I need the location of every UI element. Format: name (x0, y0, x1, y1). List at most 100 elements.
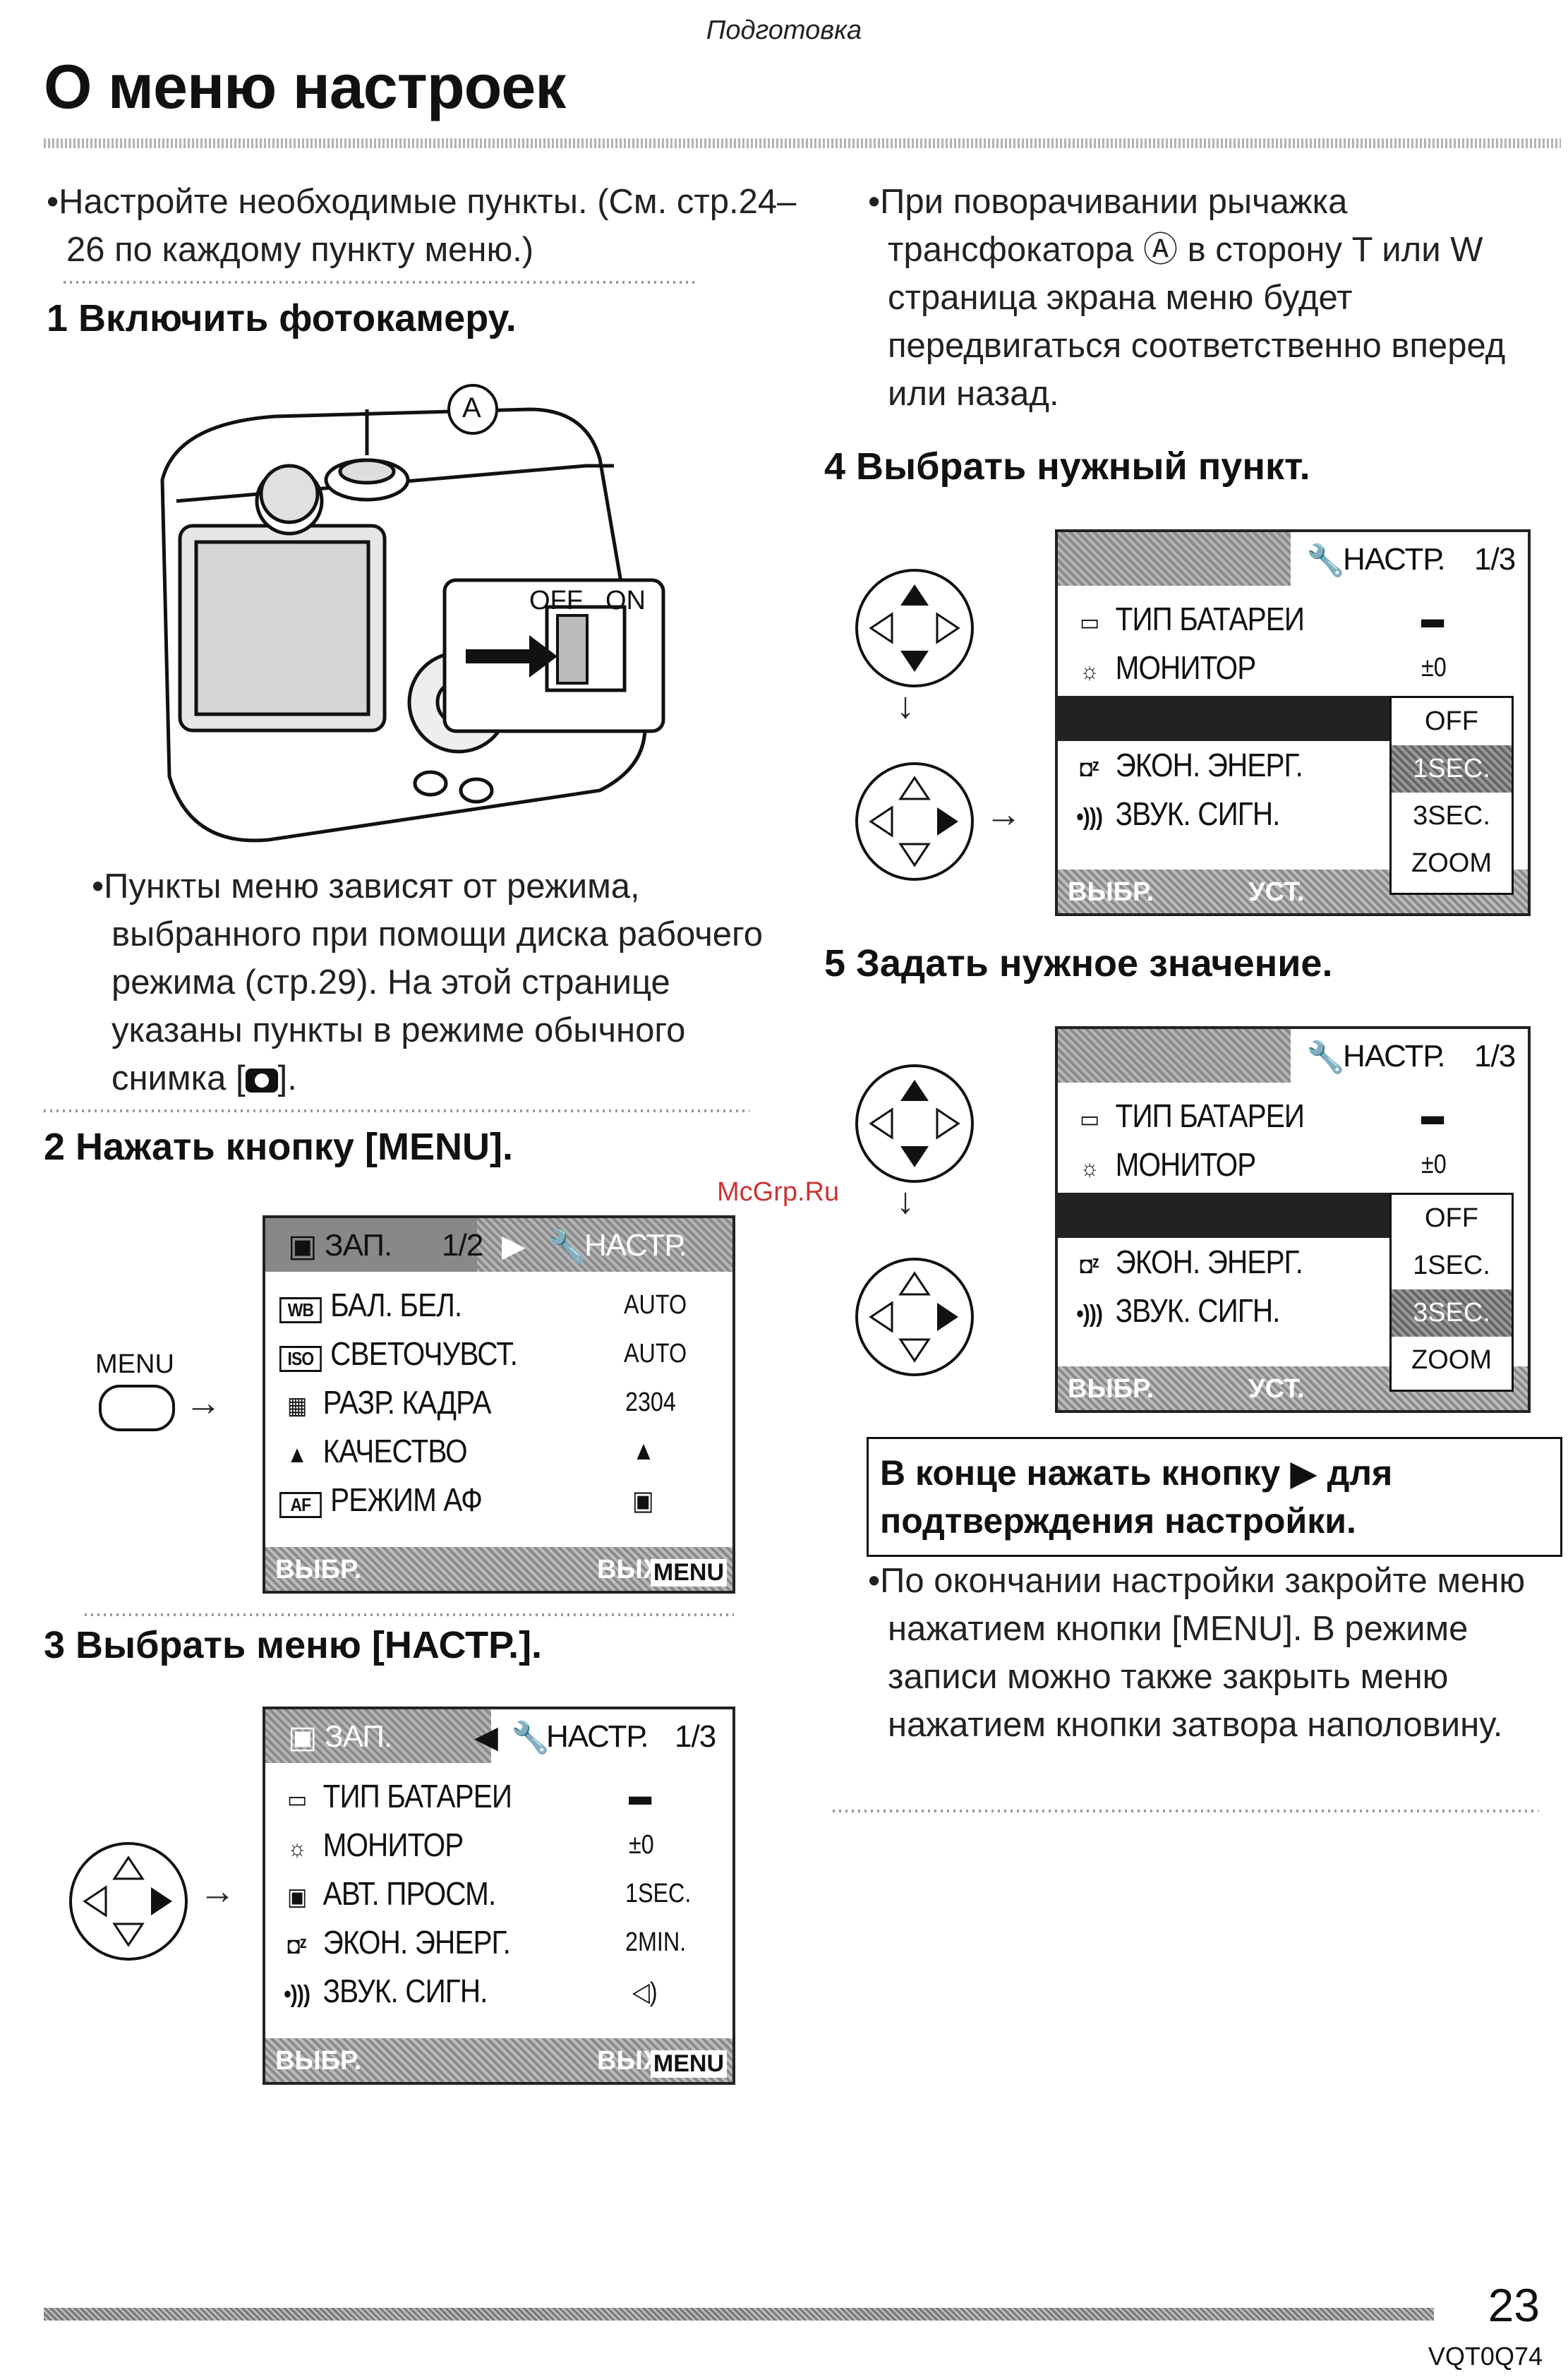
dpad[interactable] (855, 1258, 974, 1376)
dpad[interactable] (855, 569, 974, 687)
arrow-right-icon: → (199, 1871, 236, 1912)
menu-button-label: MENU (95, 1349, 174, 1379)
camera-illustration (160, 384, 665, 843)
option-item-selected[interactable]: 3SEC. (1392, 1289, 1512, 1337)
dpad-arrows (869, 776, 958, 867)
tab-rec: ЗАП. (325, 1228, 392, 1263)
row-value: ±0 (1421, 1150, 1447, 1179)
active-tab-bg (265, 1218, 477, 1272)
option-item[interactable]: ZOOM (1411, 848, 1492, 878)
dpad-arrows (869, 1271, 958, 1363)
row-label: ТИП БАТАРЕИ (1115, 1097, 1305, 1134)
arrow-down-icon: ↓ (896, 685, 915, 726)
footer-select: ВЫБР. (1068, 1374, 1154, 1404)
option-item[interactable]: OFF (1425, 1203, 1478, 1233)
tab-setup: НАСТР. (1343, 1039, 1446, 1073)
menu-row: ▲КАЧЕСТВО (279, 1432, 467, 1470)
divider (85, 1613, 734, 1616)
row-label: АВТ. ПРОСМ. (322, 1875, 497, 1912)
step-2-heading: 2 Нажать кнопку [MENU]. (44, 1126, 513, 1168)
speaker-value-icon: ◁) (632, 1978, 658, 2007)
footer-bar (44, 2308, 1434, 2321)
menu-row: ☼МОНИТОР (1072, 1145, 1257, 1184)
wrench-icon: 🔧 (511, 1721, 550, 1755)
wrench-icon: 🔧 (1306, 1040, 1345, 1075)
option-item-selected[interactable]: 1SEC. (1392, 745, 1512, 793)
row-value: 1SEC. (625, 1879, 692, 1908)
footer-select: ВЫБР. (275, 1555, 362, 1584)
row-label: ЗВУК. СИГН. (1115, 1292, 1281, 1329)
arrow-right-icon: ▶ (502, 1229, 526, 1263)
screen-step5: 🔧 НАСТР. 1/3 ▭ТИП БАТАРЕИ ▬ ☼МОНИТОР ±0 … (1055, 1026, 1531, 1413)
page-indicator: 1/3 (675, 1719, 716, 1754)
menu-row: ▭ ТИП БАТАРЕИ (1072, 1097, 1305, 1135)
document-code: VQT0Q74 (1428, 2342, 1543, 2371)
row-label: МОНИТОР (1115, 649, 1257, 686)
tab-rec: ЗАП. (325, 1719, 392, 1754)
title-divider (44, 138, 1561, 148)
camera-icon: ▣ (288, 1720, 318, 1755)
power-save-icon: ◘ᶻ (1080, 755, 1099, 782)
switch-on-label: ON (605, 586, 646, 615)
dpad-arrows (869, 1080, 960, 1167)
page-indicator: 1/2 (442, 1228, 483, 1263)
arrow-right-icon: → (985, 794, 1022, 835)
battery-icon: ▭ (1079, 609, 1099, 636)
wrench-icon: 🔧 (548, 1229, 586, 1264)
battery-icon: ▭ (287, 1786, 307, 1813)
page-number: 23 (1488, 2279, 1540, 2331)
battery-value-icon: ▬ (1421, 1101, 1445, 1131)
mode-note: •Пункты меню зависят от режима, выбранно… (92, 862, 789, 1102)
option-popup: OFF 1SEC. 3SEC. ZOOM (1389, 696, 1514, 895)
menu-row: ▭ ТИП БАТАРЕИ (279, 1777, 512, 1815)
footer-select: ВЫБР. (275, 2046, 362, 2076)
menu-row: ▦РАЗР. КАДРА (279, 1383, 492, 1421)
dpad-arrows (83, 1855, 172, 1947)
monitor-icon: ☼ (287, 1835, 306, 1862)
power-save-icon: ◘ᶻ (287, 1932, 307, 1959)
battery-value-icon: ▬ (629, 1781, 652, 1811)
resolution-icon: ▦ (287, 1392, 307, 1419)
row-label: ТИП БАТАРЕИ (1115, 601, 1305, 637)
dpad[interactable] (855, 762, 974, 881)
menu-row: •)))ЗВУК. СИГН. (1072, 795, 1280, 833)
closing-note: •По окончании настройки закройте меню на… (868, 1562, 1526, 1744)
option-item[interactable]: 1SEC. (1413, 1251, 1490, 1280)
menu-button[interactable] (99, 1385, 175, 1431)
beep-icon: •))) (284, 1981, 310, 2008)
row-label: ЭКОН. ЭНЕРГ. (322, 1924, 511, 1961)
camera-mode-icon (245, 1069, 278, 1093)
step-4-heading: 4 Выбрать нужный пункт. (824, 445, 1310, 488)
divider (833, 1810, 1538, 1812)
active-tab-bg (1291, 532, 1528, 586)
dpad[interactable] (855, 1064, 974, 1183)
option-popup: OFF 1SEC. 3SEC. ZOOM (1389, 1193, 1514, 1392)
divider (64, 281, 699, 284)
option-item[interactable]: ZOOM (1411, 1345, 1492, 1375)
row-label: МОНИТОР (1115, 1146, 1257, 1183)
row-label: ЭКОН. ЭНЕРГ. (1115, 1244, 1303, 1280)
menu-row: ◘ᶻ ЭКОН. ЭНЕРГ. (279, 1923, 511, 1961)
camera-icon: ▣ (288, 1229, 318, 1263)
row-label: ТИП БАТАРЕИ (322, 1778, 512, 1815)
row-value: ±0 (1421, 653, 1447, 682)
dpad[interactable] (69, 1842, 188, 1961)
auto-review-icon: ▣ (287, 1884, 307, 1910)
step-1-heading: 1 Включить фотокамеру. (47, 297, 517, 339)
row-label: КАЧЕСТВО (322, 1433, 468, 1469)
option-item[interactable]: OFF (1425, 706, 1478, 736)
row-label: РЕЖИМ АФ (330, 1481, 483, 1518)
battery-icon: ▭ (1079, 1106, 1099, 1133)
tab-setup: НАСТР. (546, 1719, 649, 1754)
row-value: AUTO (624, 1339, 687, 1368)
selected-row-bar (1058, 696, 1389, 741)
menu-row: ▭ ТИП БАТАРЕИ (1072, 600, 1305, 638)
watermark: McGrp.Ru (717, 1177, 840, 1207)
row-value: 2304 (625, 1388, 676, 1417)
option-item[interactable]: 3SEC. (1413, 801, 1490, 831)
beep-icon: •))) (1076, 804, 1103, 831)
